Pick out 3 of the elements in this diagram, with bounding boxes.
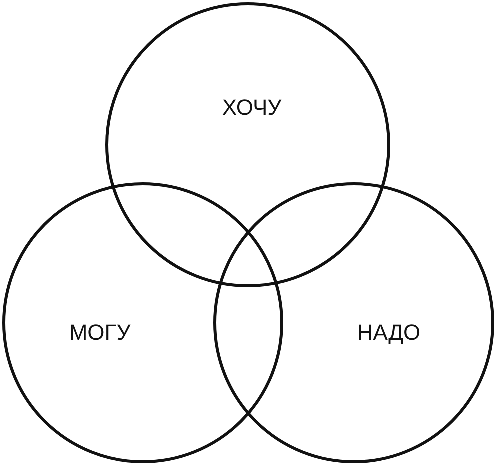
set-label: МОГУ [69,322,131,344]
set-label: НАДО [357,322,421,344]
set-label: ХОЧУ [222,97,282,119]
